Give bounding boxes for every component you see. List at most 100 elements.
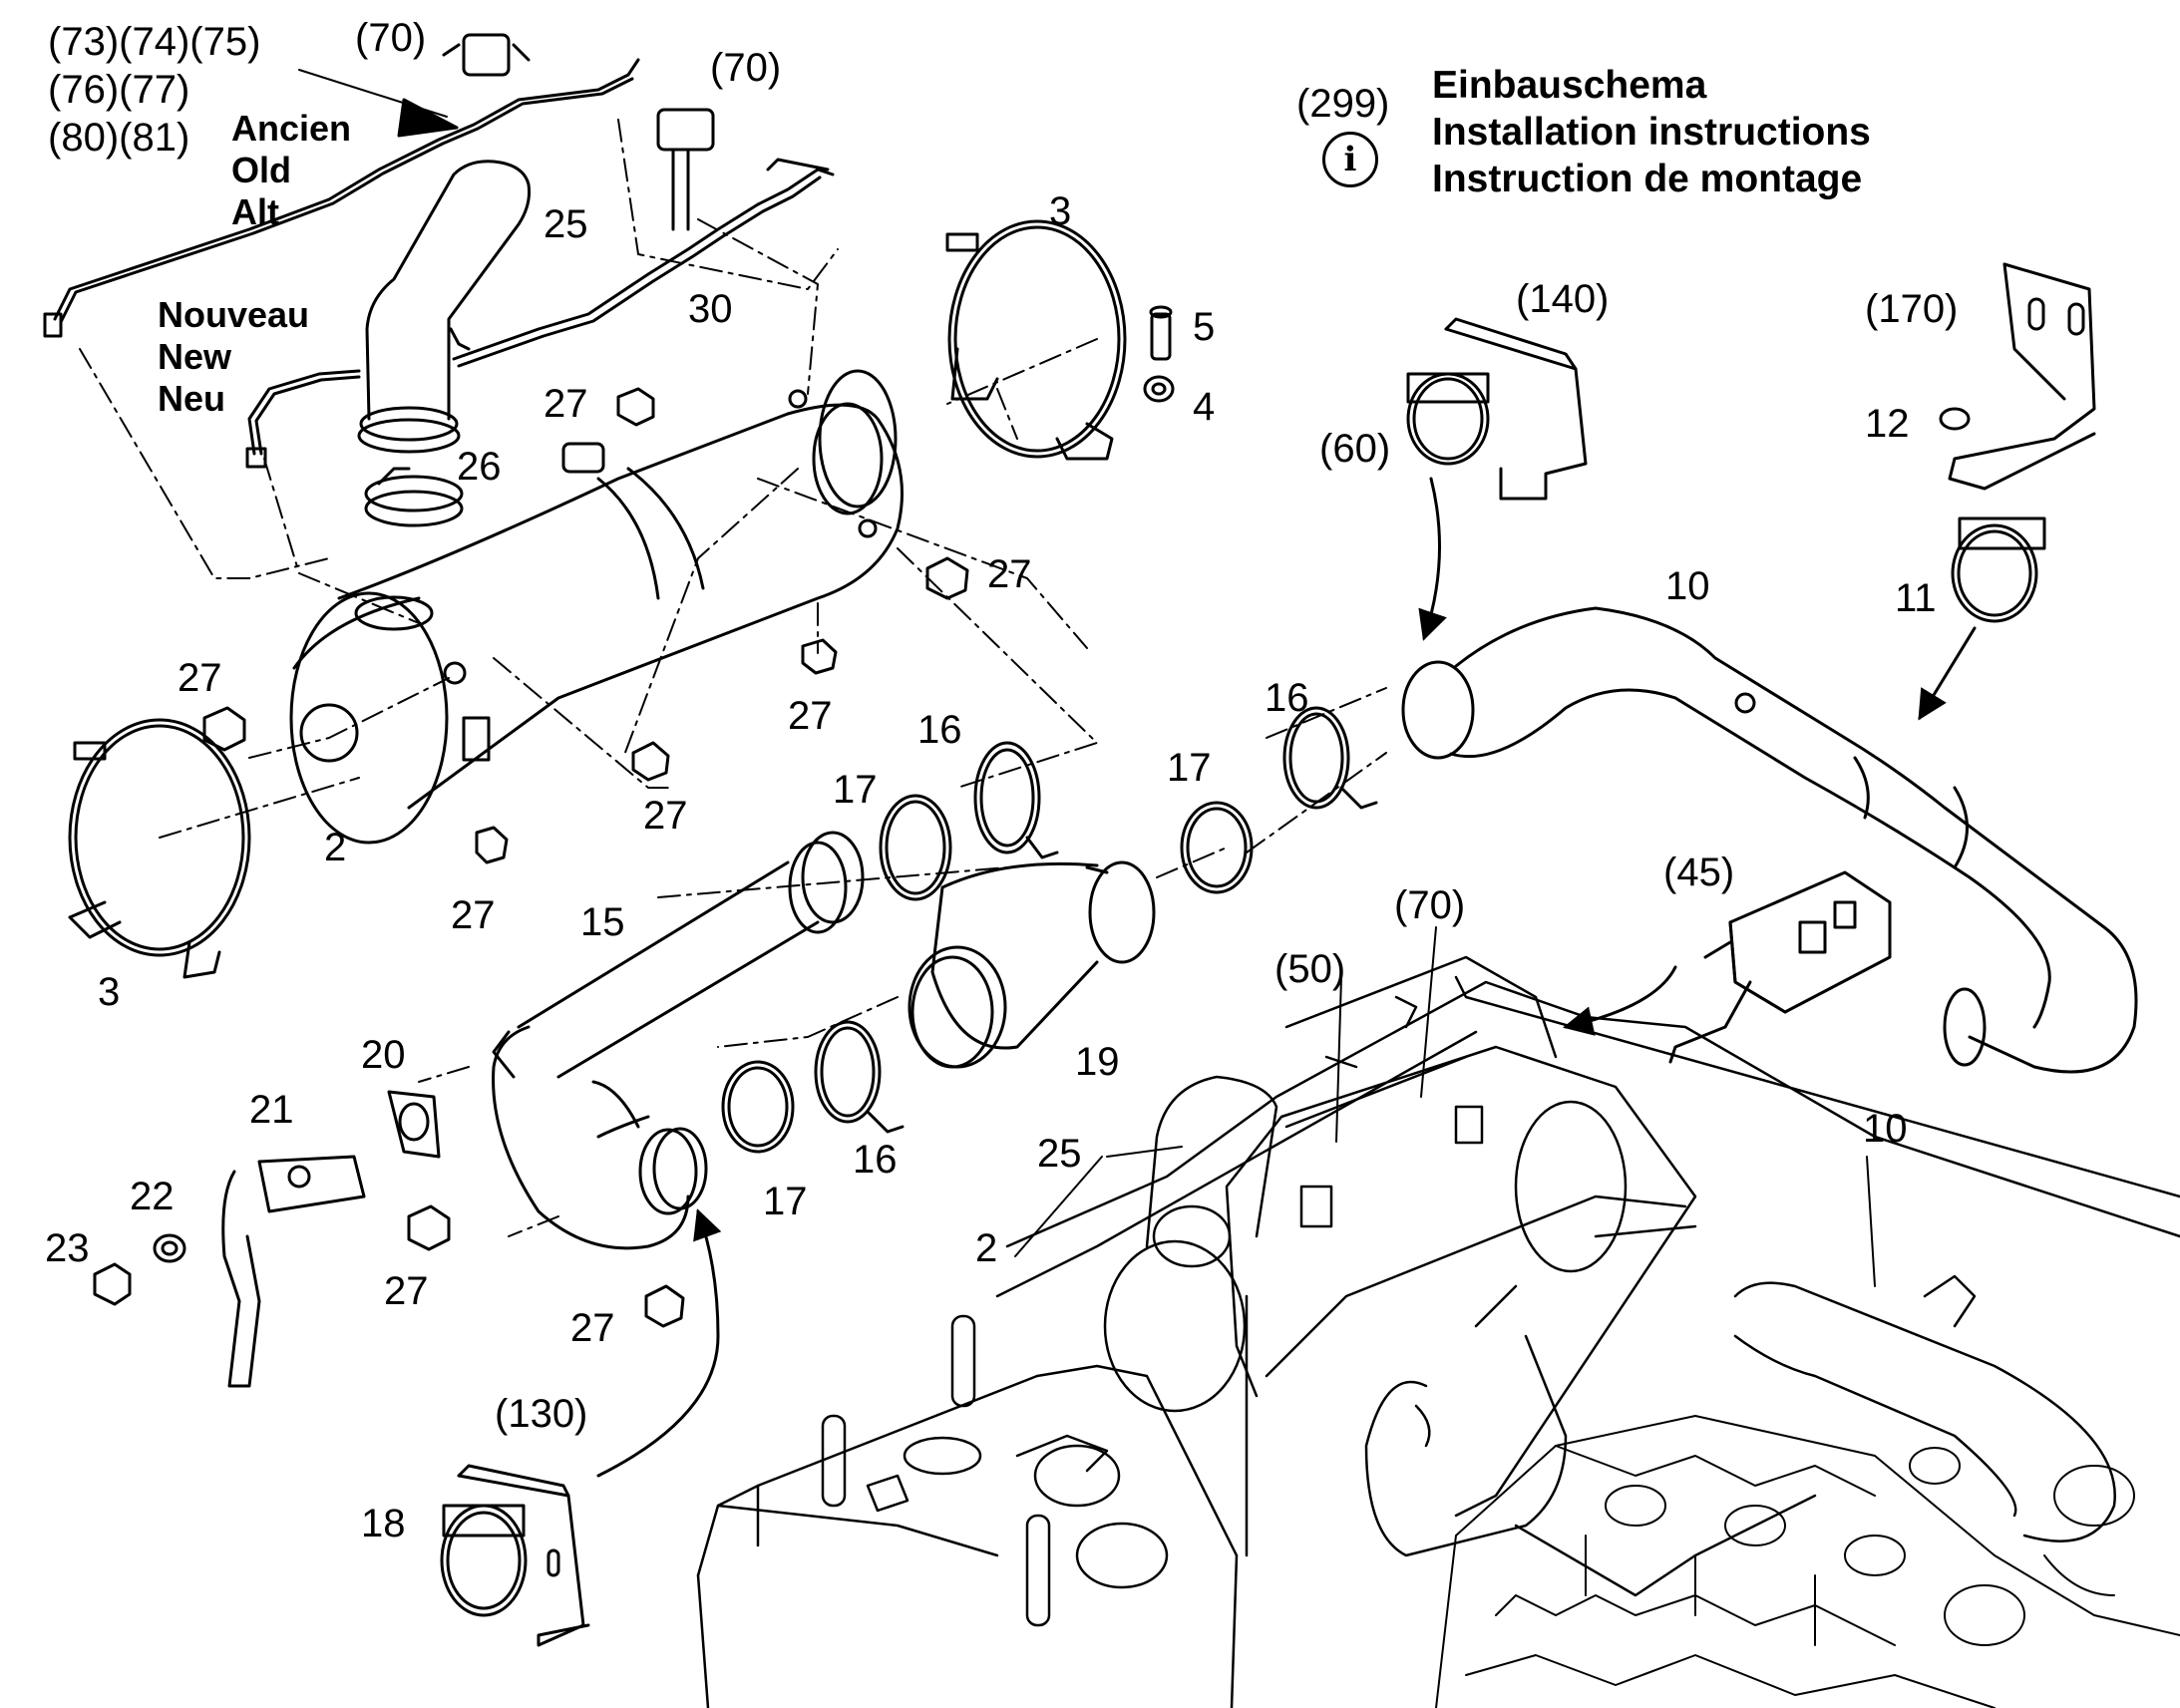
callout-70-b: (70) (710, 46, 782, 90)
note-new-line-en: New (158, 336, 232, 377)
note-old: Ancien Old Alt (231, 108, 351, 233)
note-new-line-fr: Nouveau (158, 294, 310, 335)
callout-11: 11 (1895, 576, 1937, 620)
sensor-70-top-icon (462, 33, 511, 77)
callout-25-bottom: 25 (1037, 1132, 1082, 1176)
arrow-130 (596, 1208, 722, 1478)
clamp-26 (364, 467, 464, 527)
ring-17-c (721, 1060, 795, 1154)
legend-line-en: Installation instructions (1432, 111, 1871, 154)
clamp-16-a (973, 741, 1059, 859)
bracket-130 (457, 1464, 590, 1647)
washer-12 (1939, 407, 1971, 431)
callout-27-h: 27 (570, 1306, 615, 1350)
callout-60: (60) (1319, 427, 1391, 471)
callout-18: 18 (361, 1502, 406, 1545)
sensor-module-45 (1668, 870, 1892, 1064)
callout-16-a: 16 (917, 708, 962, 752)
clamp-11 (1951, 516, 2046, 623)
nut-23 (93, 1262, 132, 1306)
tail-pipe-10-top (1401, 606, 2138, 1074)
arrow-45 (1563, 965, 1677, 1036)
note-old-line-de: Alt (231, 191, 279, 232)
installed-leaders (1014, 926, 1876, 1287)
alignment-lines (79, 119, 1387, 1237)
clamp-3-bottom (68, 718, 251, 979)
callout-2-left: 2 (324, 826, 347, 869)
callout-19: 19 (1075, 1040, 1120, 1084)
ring-17-a (879, 794, 952, 901)
pipe-15 (492, 831, 865, 1250)
callout-3-bottom: 3 (98, 970, 121, 1014)
info-icon: i (1322, 132, 1378, 187)
callout-16-c: 16 (853, 1138, 898, 1182)
callout-27-f: 27 (451, 893, 496, 937)
callout-70-c: (70) (1394, 883, 1466, 927)
callout-16-b: 16 (1265, 676, 1309, 720)
callout-27-c: 27 (178, 656, 222, 700)
callout-17-a: 17 (833, 768, 878, 812)
legend-ref: (299) (1296, 82, 1390, 126)
callout-140: (140) (1516, 277, 1610, 321)
sensor-line-30 (452, 108, 835, 368)
callout-15: 15 (580, 900, 625, 944)
callout-kit-old-2: (76)(77) (48, 68, 190, 112)
callout-45: (45) (1663, 851, 1735, 894)
engine (1435, 1415, 2180, 1708)
callout-2-bottom: 2 (975, 1226, 998, 1270)
callout-3-top: 3 (1049, 189, 1072, 233)
elbow-pipe-25-top (357, 160, 531, 454)
flange-20 (387, 1090, 441, 1159)
frame-tank (696, 1294, 1249, 1708)
clamp-60 (1406, 372, 1490, 466)
muffler-body-2 (289, 369, 904, 845)
old-line-arrow (298, 69, 459, 138)
callout-170: (170) (1865, 287, 1959, 331)
legend-line-fr: Instruction de montage (1432, 158, 1863, 200)
callout-kit-old-1: (73)(74)(75) (48, 20, 261, 64)
callout-26: 26 (457, 445, 502, 489)
bracket-140 (1444, 317, 1588, 501)
callout-21: 21 (249, 1088, 294, 1132)
new-sensor-line (245, 369, 361, 469)
callout-17-b: 17 (1167, 746, 1212, 790)
callout-23: 23 (45, 1226, 90, 1270)
clamp-18 (440, 1504, 528, 1617)
callout-30: 30 (688, 287, 733, 331)
callout-10-bottom: 10 (1863, 1107, 1908, 1151)
clamp-3-top (945, 219, 1127, 461)
clamp-16-b (1282, 706, 1378, 810)
note-new: Nouveau New Neu (158, 294, 309, 420)
note-old-line-fr: Ancien (231, 108, 352, 149)
callout-12: 12 (1865, 402, 1910, 446)
callout-27-b: 27 (987, 552, 1032, 596)
callout-25-top: 25 (544, 202, 588, 246)
installed-assembly (995, 955, 2180, 1597)
callout-50: (50) (1274, 947, 1346, 991)
nuts-27 (202, 387, 969, 1328)
note-old-line-en: Old (231, 150, 291, 190)
filter-19 (908, 860, 1156, 1069)
callout-22: 22 (130, 1175, 175, 1218)
callout-130: (130) (495, 1392, 588, 1436)
callout-27-g: 27 (384, 1269, 429, 1313)
bracket-170 (1948, 262, 2096, 491)
legend-line-de: Einbauschema (1432, 64, 1707, 107)
callout-70-a: (70) (355, 16, 427, 60)
washer-4 (1143, 375, 1175, 403)
callout-27-a: 27 (544, 382, 588, 426)
callout-kit-old-3: (80)(81) (48, 116, 190, 160)
callout-27-e: 27 (643, 794, 688, 838)
arrow-60 (1418, 477, 1447, 641)
arrow-11 (1918, 626, 1977, 721)
ring-17-b (1180, 801, 1254, 894)
screw-5 (1149, 305, 1173, 361)
callout-17-c: 17 (763, 1180, 808, 1223)
note-new-line-de: Neu (158, 378, 226, 419)
old-sensor-line (43, 33, 640, 338)
callout-27-d: 27 (788, 694, 833, 738)
washer-22 (153, 1233, 186, 1263)
callout-10-top: 10 (1665, 564, 1710, 608)
clamp-16-c (814, 1020, 905, 1134)
